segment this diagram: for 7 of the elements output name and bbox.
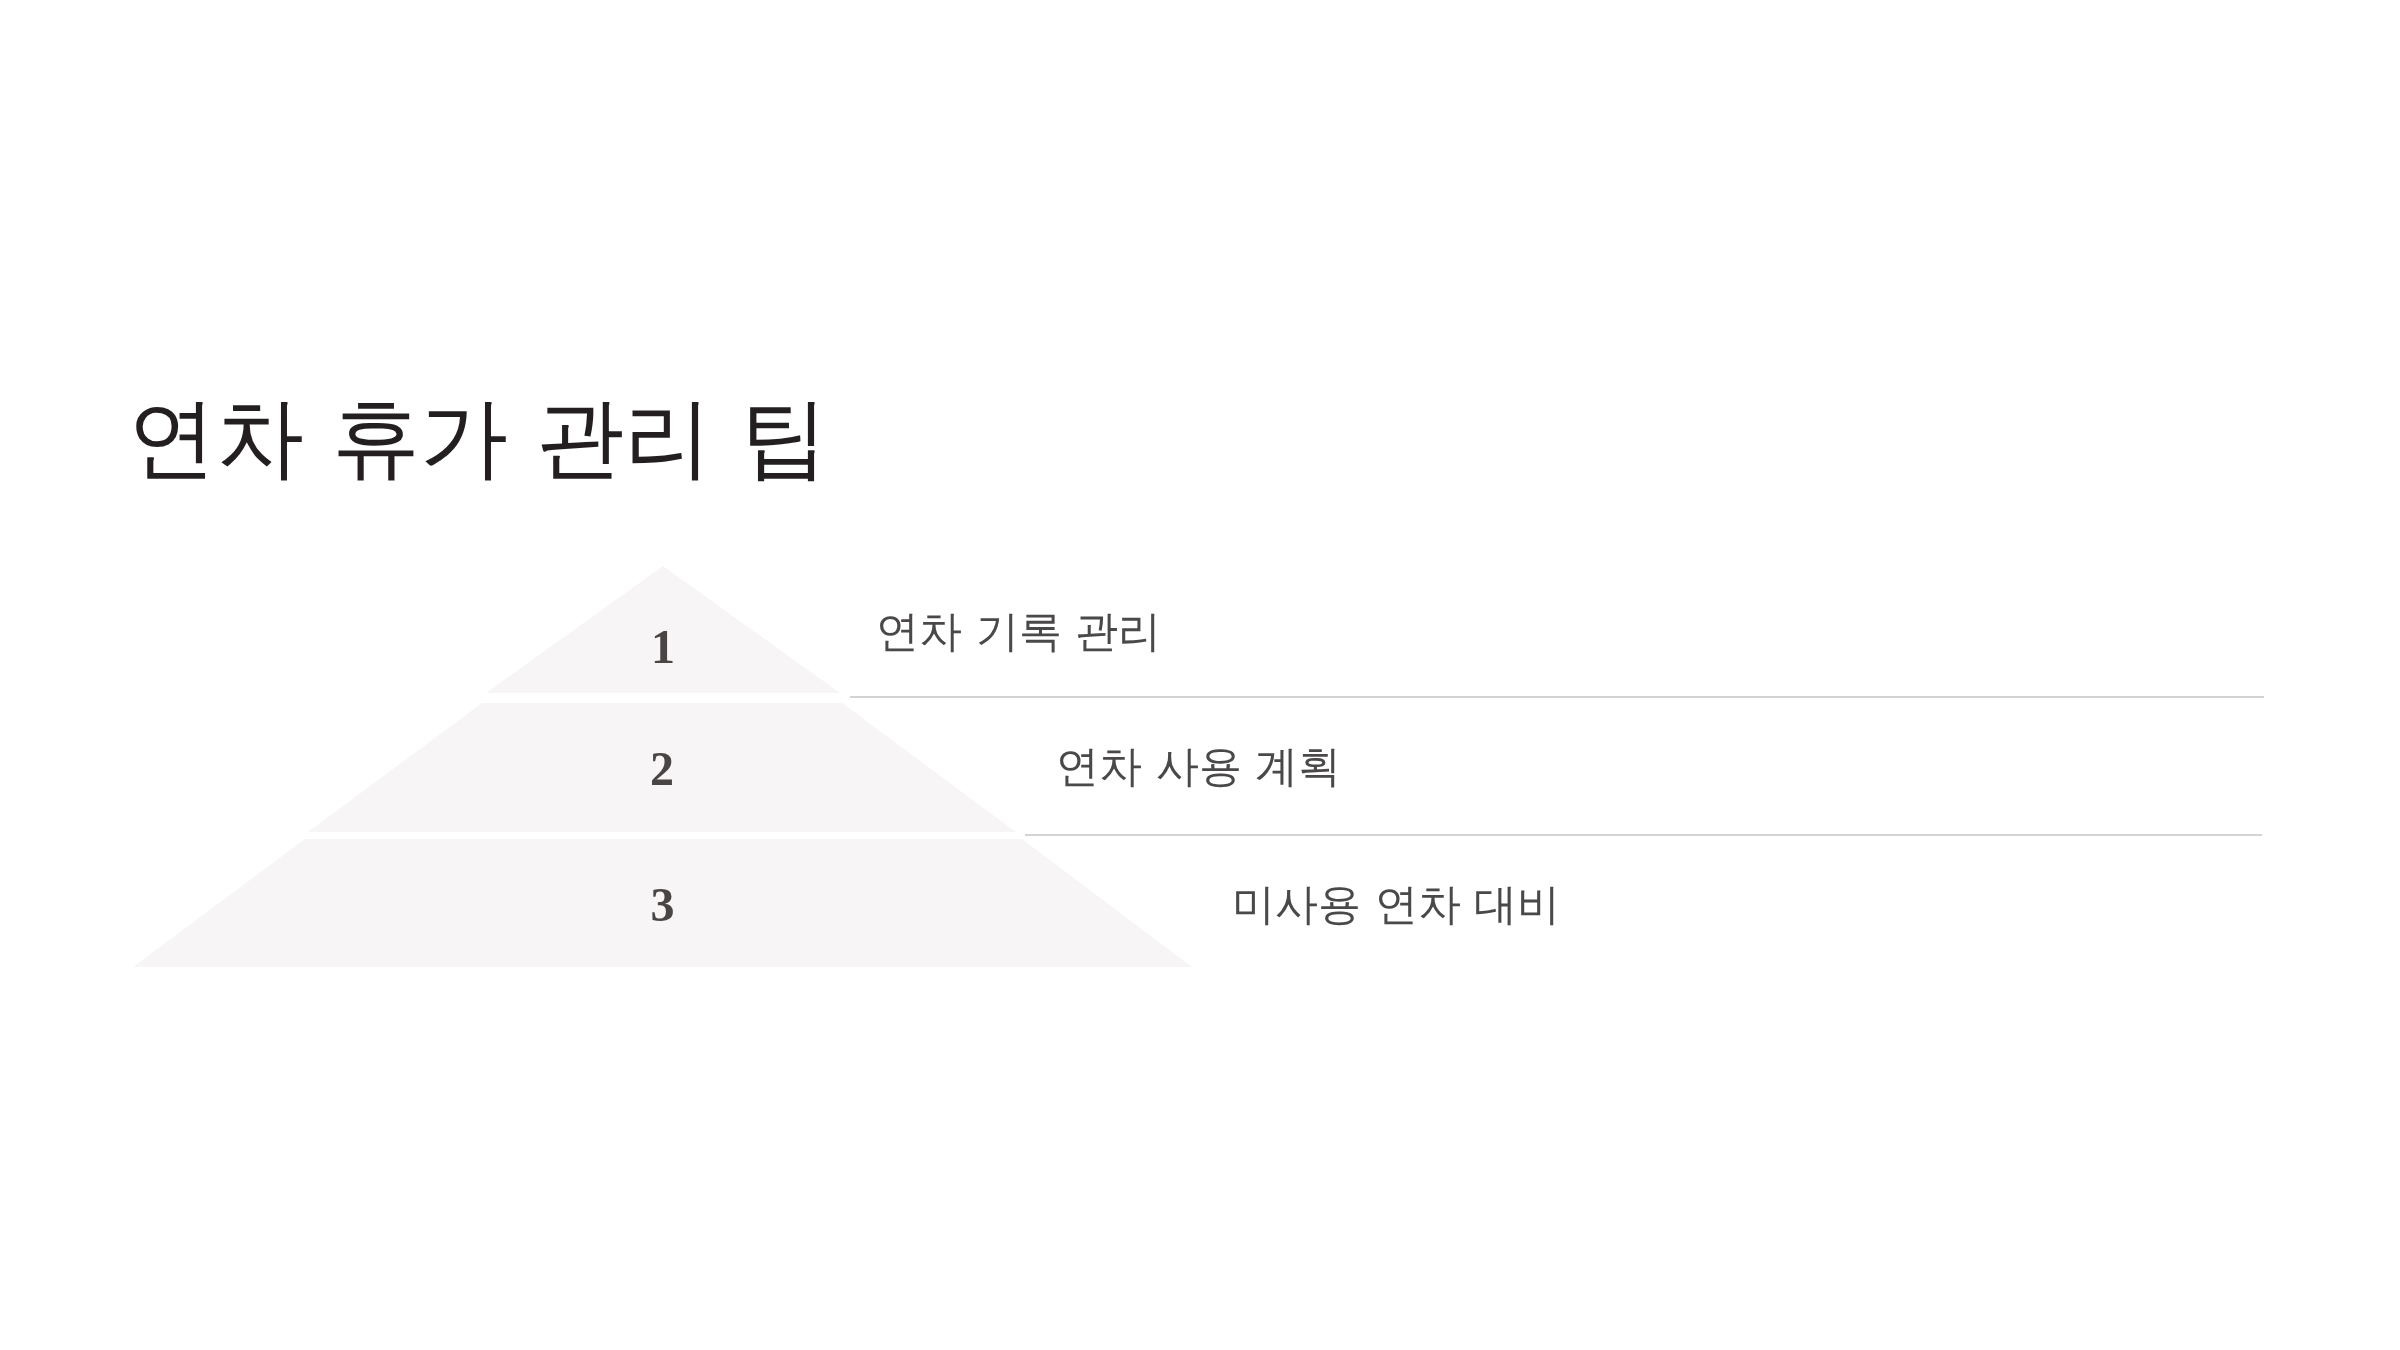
layer-label: 연차 사용 계획 (1056, 742, 1342, 792)
layer-number: 2 (650, 745, 674, 793)
layer-number: 1 (651, 623, 675, 671)
layer-label: 연차 기록 관리 (876, 607, 1162, 657)
layer-number: 3 (650, 881, 675, 929)
layer-label: 미사용 연차 대비 (1232, 880, 1561, 930)
title: 연차 휴가 관리 팁 (128, 390, 828, 487)
